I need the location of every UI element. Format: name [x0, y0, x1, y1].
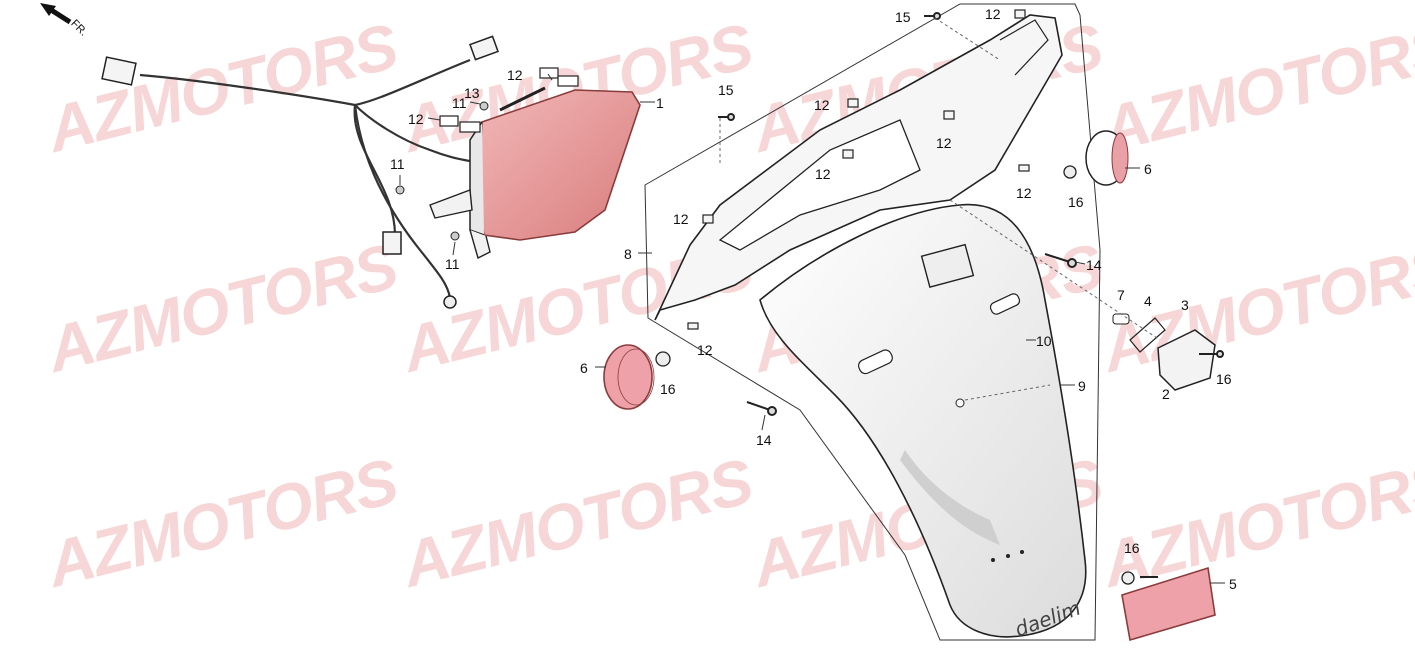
license-lamp	[1112, 313, 1216, 391]
callout-12: 12	[507, 67, 523, 83]
wiring-harness	[139, 58, 476, 299]
callout-12: 12	[814, 97, 830, 113]
callout-4: 4	[1144, 293, 1152, 309]
callout-3: 3	[1181, 297, 1189, 313]
callout-6: 6	[1144, 161, 1152, 177]
callout-12: 12	[408, 111, 424, 127]
front-arrow-icon	[40, 3, 72, 25]
callout-16: 16	[1068, 194, 1084, 210]
callout-15: 15	[895, 9, 911, 25]
callout-13: 13	[464, 85, 480, 101]
bolt-icon	[718, 12, 1224, 578]
callout-8: 8	[624, 246, 632, 262]
round-reflector-right	[1063, 130, 1129, 186]
callout-6: 6	[580, 360, 588, 376]
round-reflector	[603, 344, 671, 410]
rear-frame-bracket	[654, 14, 1063, 321]
callout-14: 14	[756, 432, 772, 448]
plate-reflector	[1121, 566, 1216, 642]
callout-9: 9	[1078, 378, 1086, 394]
callout-11: 11	[445, 256, 460, 272]
leader-lines	[399, 73, 1225, 584]
assembly-outline	[644, 3, 1101, 641]
clip-nut-icon	[687, 9, 1030, 330]
callout-1: 1	[656, 95, 664, 111]
tail-lamp-assembly	[395, 67, 641, 260]
callout-12: 12	[1016, 185, 1032, 201]
callout-11: 11	[390, 156, 405, 172]
callout-15: 15	[718, 82, 734, 98]
rear-fender	[759, 203, 1087, 638]
callout-10: 10	[1036, 333, 1052, 349]
connector-icon	[101, 35, 499, 309]
callout-12: 12	[673, 211, 689, 227]
callout-16: 16	[1216, 371, 1232, 387]
callout-12: 12	[936, 135, 952, 151]
callout-12: 12	[697, 342, 713, 358]
callout-14: 14	[1086, 257, 1102, 273]
callout-11: 11	[452, 95, 467, 111]
callout-12: 12	[985, 6, 1001, 22]
dashed-guides	[719, 17, 1161, 401]
callout-12: 12	[815, 166, 831, 182]
callout-2: 2	[1162, 386, 1170, 402]
callout-7: 7	[1117, 287, 1125, 303]
callout-16: 16	[660, 381, 676, 397]
callout-16: 16	[1124, 540, 1140, 556]
callout-5: 5	[1229, 576, 1237, 592]
